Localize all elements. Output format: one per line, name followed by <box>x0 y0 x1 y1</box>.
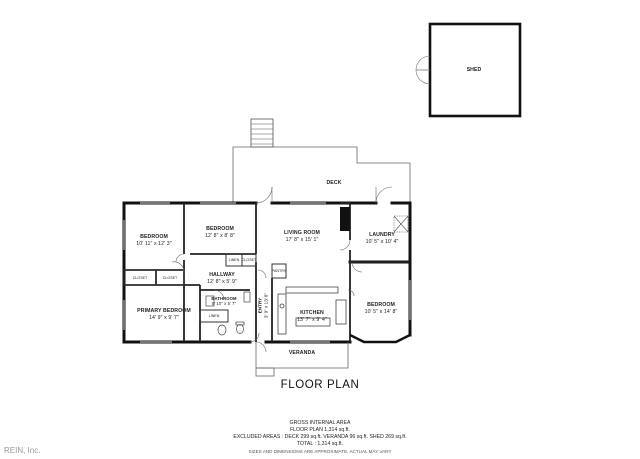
linen-label: LINEN <box>228 258 240 262</box>
bay-window <box>349 333 411 344</box>
door-swings <box>171 186 393 353</box>
watermark: REIN, Inc. <box>4 446 41 455</box>
kitchen-counters <box>277 286 347 335</box>
closet-label-3: CLOSET <box>241 258 257 262</box>
closet-label-2: CLOSET <box>162 276 178 280</box>
total-area: TOTAL : 1,314 sq.ft. <box>296 441 344 447</box>
disclaimer: SIZES AND DIMENSIONS ARE APPROXIMATE, AC… <box>248 449 392 454</box>
veranda-label: VERANDA <box>288 350 316 356</box>
windows <box>123 202 411 343</box>
excluded-areas: EXCLUDED AREAS : DECK 299 sq.ft. VERANDA… <box>233 434 407 440</box>
closet-label-1: CLOSET <box>132 276 148 280</box>
shed-label: SHED <box>466 67 482 73</box>
veranda <box>255 342 349 377</box>
pantry-label: PANTRY <box>271 269 287 273</box>
gross-area-label: GROSS INTERNAL AREA <box>289 420 351 426</box>
closets <box>123 253 287 323</box>
deck-label: DECK <box>326 180 342 186</box>
deck-outline <box>232 146 411 203</box>
linen-closet-label: LINEN <box>208 314 220 318</box>
laundry-appliances <box>393 215 409 233</box>
window-glass <box>123 202 411 343</box>
bathroom-fixtures <box>205 291 251 336</box>
shed <box>415 22 522 118</box>
interior-walls <box>124 202 410 342</box>
exterior-walls <box>122 201 412 344</box>
fireplace <box>340 207 350 231</box>
floor-plan-title: FLOOR PLAN <box>280 379 360 391</box>
deck-stairs <box>250 118 274 148</box>
floor-plan-area: FLOOR PLAN 1,314 sq.ft. <box>290 427 350 433</box>
